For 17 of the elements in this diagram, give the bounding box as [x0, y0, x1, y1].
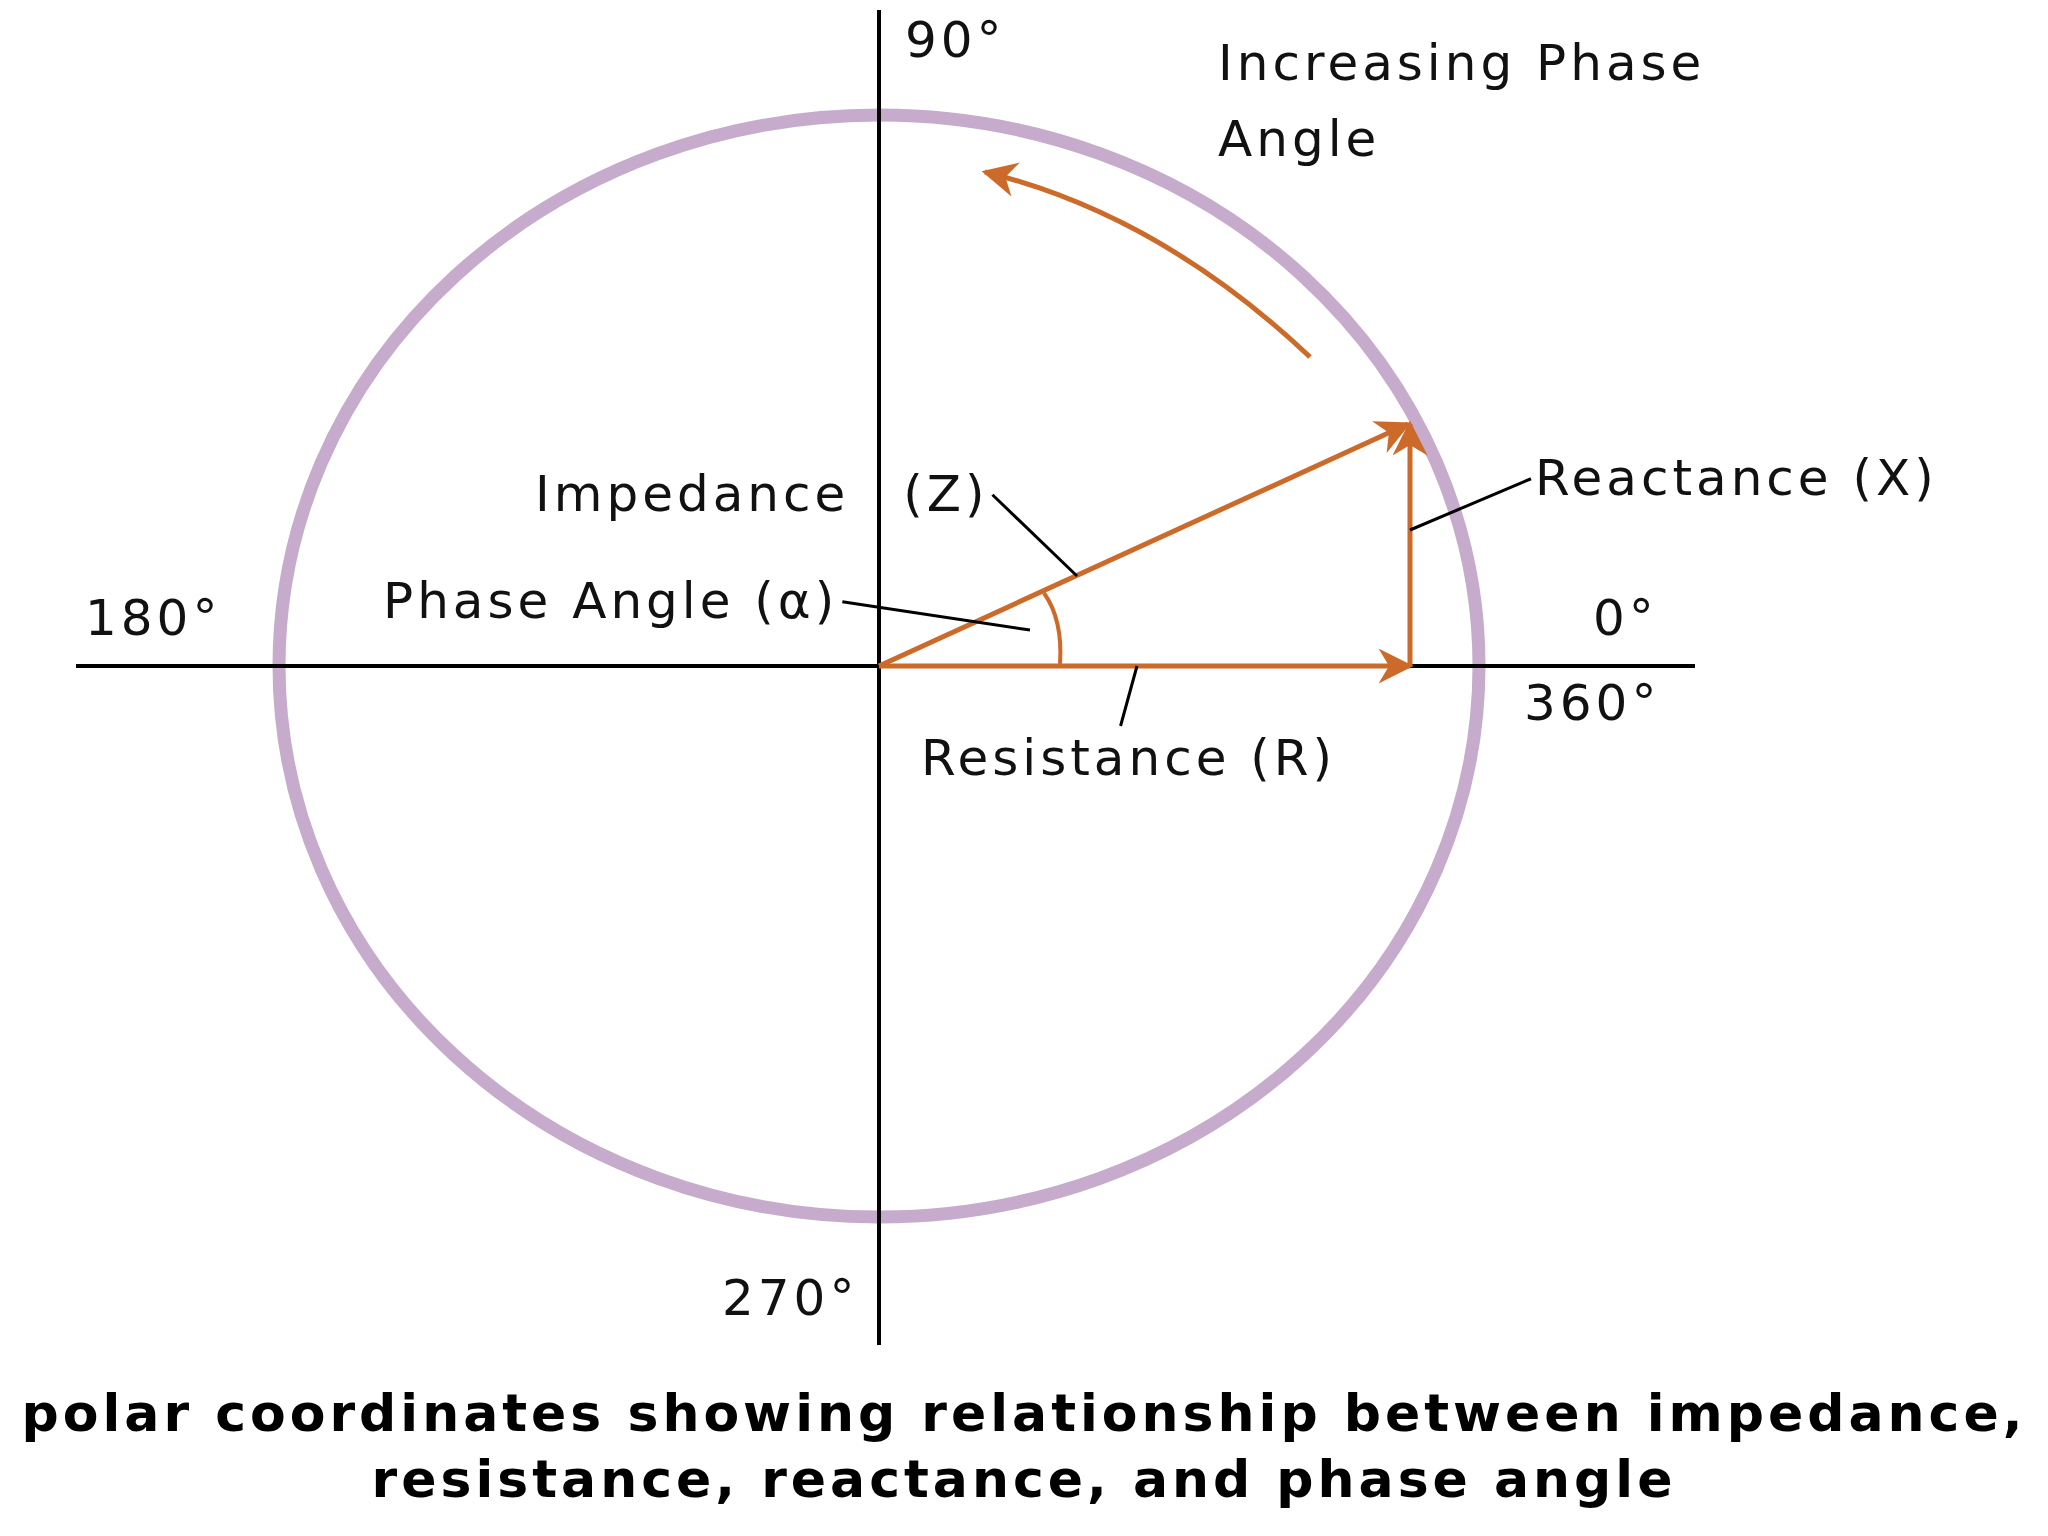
caption: polar coordinates showing relationship between impedance, resistance, reactance, and phase angle: [20, 1382, 2028, 1511]
angle-label: 0°: [1593, 590, 1658, 648]
angle-label: 270°: [722, 1270, 859, 1328]
annotation-text: Increasing Phase Angle: [1218, 33, 1707, 170]
part-label: Phase Angle (α): [383, 572, 839, 630]
leader-line: [991, 493, 1079, 578]
reactance-vector: [1392, 420, 1428, 666]
part-label: Reactance (X): [1535, 449, 1938, 507]
leader-line: [842, 600, 1031, 632]
resistance-vector: [879, 648, 1414, 684]
part-label: Impedance (Z): [535, 465, 989, 523]
angle-label: 90°: [905, 12, 1006, 70]
part-label: Resistance (R): [921, 729, 1337, 787]
angle-label: 360°: [1524, 675, 1661, 733]
angle-label: 180°: [85, 590, 222, 648]
leader-line: [1409, 477, 1532, 532]
leader-line: [1119, 665, 1139, 727]
